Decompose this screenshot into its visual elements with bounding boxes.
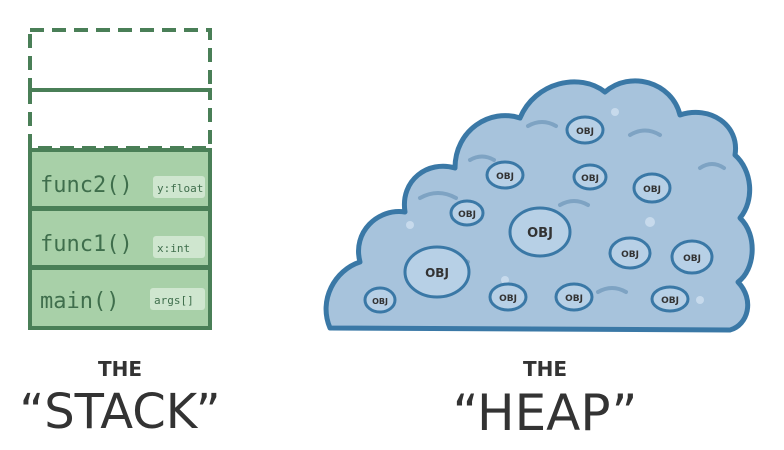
svg-text:OBJ: OBJ (458, 210, 476, 220)
heap-object: OBJ (670, 239, 714, 275)
heap-object: OBJ (363, 286, 397, 314)
heap-object: OBJ (449, 199, 485, 227)
svg-text:OBJ: OBJ (565, 294, 583, 304)
svg-text:OBJ: OBJ (527, 226, 553, 241)
svg-text:OBJ: OBJ (425, 266, 449, 280)
heap-object: OBJ (485, 160, 525, 190)
svg-text:OBJ: OBJ (581, 174, 599, 184)
svg-text:OBJ: OBJ (372, 297, 388, 306)
heap-caption-small: THE (523, 357, 567, 381)
heap-objects: OBJ OBJ OBJ OBJ OBJ OBJ (363, 115, 714, 314)
heap-highlights (406, 108, 704, 304)
heap-object: OBJ (632, 172, 672, 204)
svg-text:OBJ: OBJ (661, 296, 679, 306)
stack-frame-func1: func1() x:int (28, 207, 212, 269)
stack-caption-small: THE (98, 357, 142, 381)
empty-stack-slot (28, 88, 212, 150)
stack-frame-func2: func2() y:float (28, 148, 212, 210)
svg-text:OBJ: OBJ (621, 250, 639, 260)
svg-text:OBJ: OBJ (683, 254, 701, 264)
heap-object: OBJ (508, 206, 572, 258)
heap-object: OBJ (608, 236, 652, 270)
heap-illustration: OBJ OBJ OBJ OBJ OBJ OBJ (323, 78, 755, 333)
heap-object: OBJ (565, 115, 605, 145)
frame-variable-label: args[] (154, 294, 194, 307)
svg-text:OBJ: OBJ (643, 185, 661, 195)
empty-stack-slot (28, 28, 212, 92)
frame-function-label: func1() (40, 232, 133, 257)
svg-text:OBJ: OBJ (496, 172, 514, 182)
frame-function-label: func2() (40, 173, 133, 198)
heap-object: OBJ (488, 282, 528, 312)
stack-caption-title: “STACK” (19, 384, 220, 440)
heap-object: OBJ (650, 285, 690, 313)
heap-object: OBJ (554, 282, 594, 312)
heap-object: OBJ (403, 245, 471, 299)
stack-frame-main: main() args[] (28, 266, 212, 330)
svg-text:OBJ: OBJ (576, 127, 594, 137)
frame-variable-label: x:int (157, 242, 190, 255)
svg-text:OBJ: OBJ (499, 294, 517, 304)
heap-caption-title: “HEAP” (453, 384, 638, 442)
stack-illustration: func2() y:float func1() x:int main() arg… (28, 28, 212, 330)
frame-function-label: main() (40, 289, 119, 314)
heap-object: OBJ (572, 163, 608, 191)
frame-variable-label: y:float (157, 182, 203, 195)
